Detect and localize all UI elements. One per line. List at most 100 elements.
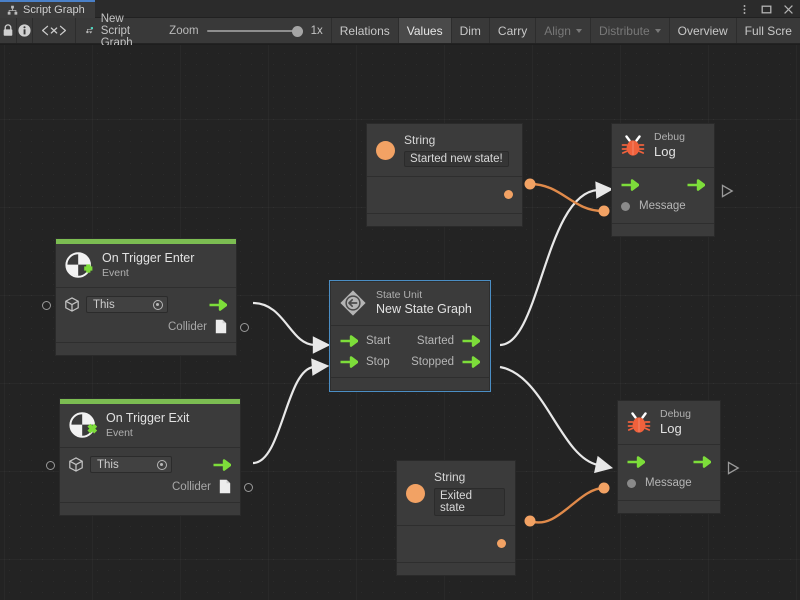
object-picker-icon[interactable]	[157, 459, 167, 470]
flow-output-port-icon[interactable]	[209, 298, 227, 311]
debug-log-top-external-flow-out[interactable]	[721, 184, 734, 203]
code-view-button[interactable]	[33, 18, 77, 43]
node-state-unit-output-stopped-label: Stopped	[411, 356, 454, 369]
node-state-unit[interactable]: State Unit New State Graph Start	[329, 280, 491, 392]
collider-doc-icon[interactable]	[215, 319, 227, 334]
toolbar-button-values[interactable]: Values	[397, 18, 451, 43]
flow-output-port-started-icon[interactable]	[462, 335, 480, 348]
node-on-trigger-exit-output-label: Collider	[172, 480, 211, 493]
node-on-trigger-exit-subtitle: Event	[106, 426, 133, 439]
node-on-trigger-enter[interactable]: On Trigger Enter Event This	[55, 238, 237, 356]
edge-endpoint-dot	[598, 482, 610, 494]
node-string-bottom-value[interactable]: Exited state	[434, 488, 505, 516]
node-on-trigger-enter-output-label: Collider	[168, 320, 207, 333]
node-debug-log-bottom[interactable]: Debug Log Message	[617, 400, 721, 515]
node-debug-log-bottom-title: Log	[660, 421, 682, 437]
graph-edges	[252, 178, 614, 527]
flow-input-port-icon[interactable]	[621, 179, 639, 192]
toolbar-button-carry[interactable]: Carry	[488, 18, 536, 43]
info-button[interactable]	[17, 18, 34, 43]
graph-canvas[interactable]: String Started new state! Debug	[0, 45, 800, 600]
toolbar-button-relations-label: Relations	[339, 23, 390, 38]
toolbar-button-relations[interactable]: Relations	[330, 18, 398, 43]
info-icon	[18, 24, 31, 37]
node-footer	[56, 341, 236, 355]
state-unit-icon	[340, 290, 366, 316]
event-enter-icon	[65, 252, 93, 279]
zoom-value: 1x	[310, 24, 323, 37]
toolbar-button-align-label: Align	[544, 23, 571, 38]
node-on-trigger-exit-title: On Trigger Exit	[106, 411, 190, 425]
toolbar-button-overview[interactable]: Overview	[668, 18, 736, 43]
node-string-top-value[interactable]: Started new state!	[404, 151, 509, 167]
zoom-slider-track	[206, 29, 303, 32]
toolbar-button-values-label: Values	[406, 23, 443, 38]
lock-button[interactable]	[0, 18, 17, 43]
edge-state-stopped-to-debug-log-bottom	[499, 365, 614, 474]
node-state-unit-title: New State Graph	[376, 302, 472, 317]
bug-icon	[627, 411, 651, 433]
more-options-icon[interactable]	[739, 4, 750, 15]
node-string-top-output-port[interactable]	[504, 190, 513, 199]
flow-output-port-icon[interactable]	[687, 179, 705, 192]
flow-input-port-stop-icon[interactable]	[340, 356, 358, 369]
toolbar-button-distribute[interactable]: Distribute	[589, 18, 669, 43]
edge-endpoint-dot	[524, 515, 536, 527]
flow-output-port-icon[interactable]	[213, 458, 231, 471]
tab-script-graph[interactable]: Script Graph	[0, 0, 95, 18]
zoom-slider-knob[interactable]	[291, 25, 303, 37]
event-exit-icon	[69, 412, 97, 439]
node-debug-log-top[interactable]: Debug Log Message	[611, 123, 715, 238]
node-on-trigger-exit[interactable]: On Trigger Exit Event This	[59, 398, 241, 516]
edge-endpoint-dot	[524, 178, 536, 190]
node-debug-log-top-title: Log	[654, 144, 676, 160]
node-state-unit-output-started-label: Started	[416, 335, 454, 348]
node-debug-log-bottom-message-port[interactable]	[627, 478, 636, 488]
zoom-slider[interactable]	[206, 24, 303, 38]
node-on-trigger-enter-title: On Trigger Enter	[102, 251, 195, 265]
zoom-control[interactable]: Zoom 1x	[165, 18, 331, 43]
graph-name-field[interactable]: New Script Graph	[76, 13, 165, 49]
string-value-icon	[376, 140, 395, 160]
zoom-label: Zoom	[169, 24, 199, 37]
toolbar-button-align[interactable]: Align	[535, 18, 590, 43]
node-string-top[interactable]: String Started new state!	[366, 123, 523, 227]
gameobject-icon	[65, 297, 79, 313]
node-state-unit-subtitle: State Unit	[376, 289, 423, 301]
collider-doc-icon[interactable]	[219, 479, 231, 494]
toolbar-button-dim[interactable]: Dim	[450, 18, 489, 43]
node-string-bottom-title: String	[434, 470, 466, 484]
maximize-icon[interactable]	[761, 4, 772, 15]
code-brackets-icon	[42, 25, 67, 36]
node-string-bottom[interactable]: String Exited state	[396, 460, 516, 576]
node-on-trigger-exit-target-field[interactable]: This	[90, 456, 172, 474]
node-on-trigger-enter-subtitle: Event	[102, 266, 129, 279]
node-debug-log-bottom-message-label: Message	[645, 477, 692, 490]
flow-input-port-icon[interactable]	[627, 456, 645, 469]
on-trigger-enter-external-collider-port[interactable]	[240, 323, 249, 332]
close-icon[interactable]	[783, 4, 794, 15]
flow-input-port-start-icon[interactable]	[340, 335, 358, 348]
string-value-icon	[406, 483, 425, 503]
graph-toolbar: New Script Graph Zoom 1x Relations Value…	[0, 13, 800, 49]
window-tab-bar: Script Graph	[0, 0, 800, 18]
node-debug-log-top-subtitle: Debug	[654, 131, 685, 143]
flow-output-port-stopped-icon[interactable]	[462, 356, 480, 369]
flow-output-port-icon[interactable]	[693, 456, 711, 469]
debug-log-bottom-external-flow-out[interactable]	[727, 461, 740, 480]
node-debug-log-top-message-port[interactable]	[621, 201, 630, 211]
bug-icon	[621, 134, 645, 156]
on-trigger-exit-external-target-port[interactable]	[46, 461, 55, 470]
chevron-down-icon	[654, 28, 661, 33]
script-graph-icon	[7, 5, 18, 15]
node-on-trigger-enter-target-value: This	[93, 298, 115, 311]
node-string-bottom-output-port[interactable]	[497, 539, 506, 548]
on-trigger-exit-external-collider-port[interactable]	[244, 483, 253, 492]
toolbar-button-fullscreen[interactable]: Full Scre	[735, 18, 800, 43]
node-on-trigger-enter-target-field[interactable]: This	[86, 296, 168, 314]
node-footer	[367, 213, 522, 226]
on-trigger-enter-external-target-port[interactable]	[42, 301, 51, 310]
node-state-unit-input-stop-label: Stop	[366, 356, 390, 369]
object-picker-icon[interactable]	[153, 299, 163, 310]
